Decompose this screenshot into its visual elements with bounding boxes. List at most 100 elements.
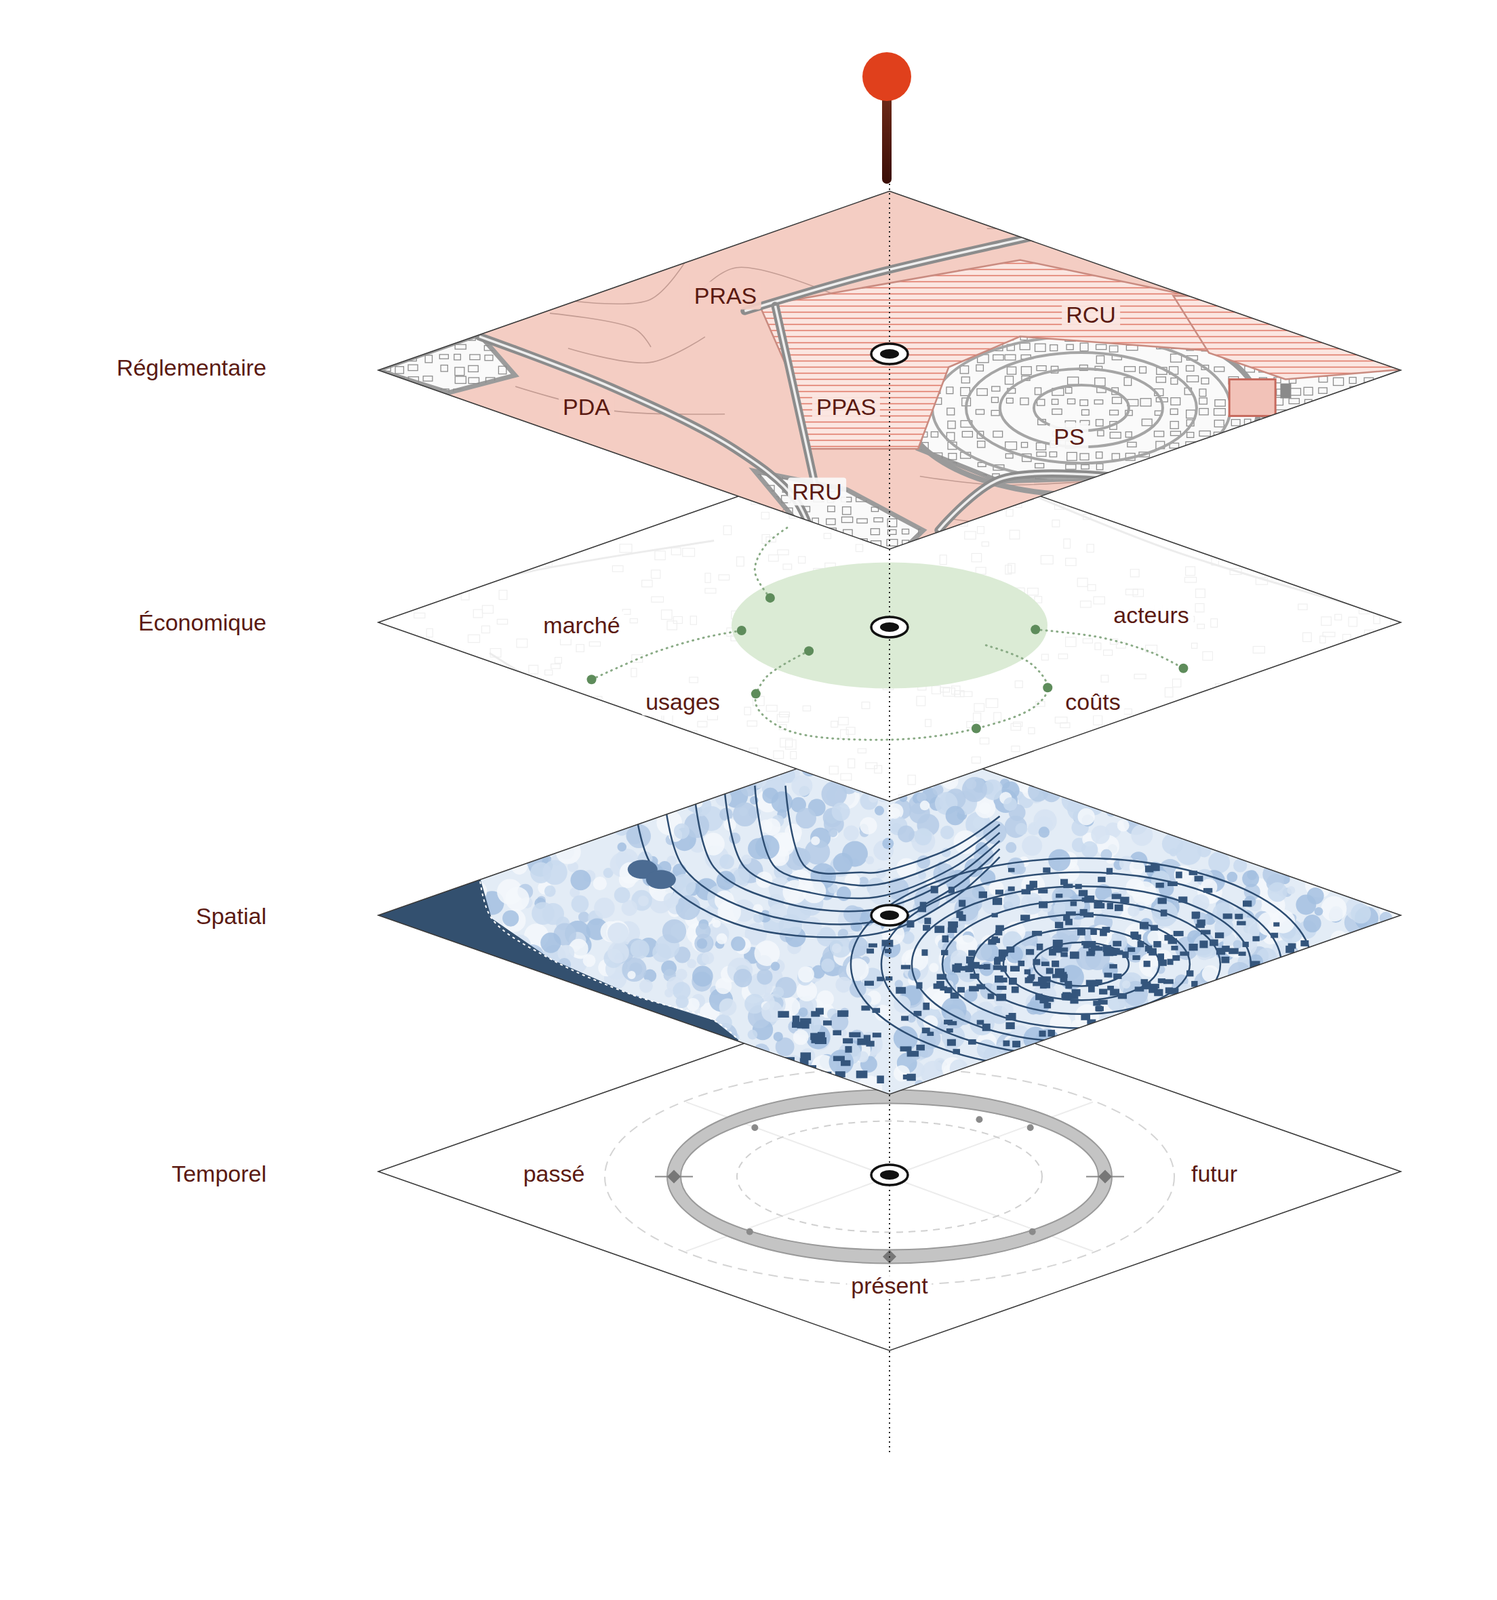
- building-outline: [542, 486, 552, 495]
- building-outline: [634, 505, 642, 512]
- vegetation-blob: [1227, 871, 1239, 883]
- building-outline: [602, 280, 614, 286]
- building: [1094, 1006, 1104, 1011]
- building-outline: [484, 345, 495, 351]
- building-outline: [573, 203, 582, 211]
- faint-map: [414, 612, 426, 618]
- factor-dot: [587, 674, 597, 685]
- vegetation-blob: [795, 808, 817, 829]
- building-outline: [514, 280, 523, 288]
- vegetation-blob: [773, 1031, 784, 1042]
- building-outline: [498, 485, 510, 491]
- faint-map: [1014, 680, 1023, 688]
- building: [814, 1037, 827, 1045]
- vegetation-blob: [949, 1059, 969, 1078]
- building: [976, 1019, 985, 1025]
- building: [1189, 870, 1199, 876]
- building-outline: [588, 193, 600, 202]
- faint-map: [1077, 578, 1088, 587]
- building-outline: [619, 246, 628, 251]
- building: [1238, 951, 1247, 956]
- vegetation-blob: [652, 943, 672, 963]
- building: [856, 1070, 868, 1079]
- faint-map: [589, 642, 601, 647]
- building-outline: [527, 517, 540, 525]
- vegetation-blob: [637, 895, 649, 907]
- building: [1060, 951, 1068, 957]
- faint-map: [1051, 745, 1057, 750]
- building-outline: [513, 443, 524, 451]
- vegetation-blob: [869, 882, 891, 905]
- building-outline: [633, 538, 643, 543]
- building-outline: [423, 333, 434, 339]
- building-outline: [544, 397, 553, 405]
- building-outline: [648, 257, 656, 264]
- faint-map: [773, 751, 784, 759]
- faint-map: [931, 686, 941, 695]
- building-outline: [618, 408, 627, 417]
- building-outline: [438, 475, 445, 482]
- building-outline: [529, 398, 537, 405]
- building-outline: [499, 400, 506, 405]
- building-outline: [497, 539, 508, 545]
- faint-map: [1266, 672, 1276, 678]
- dotted-arc: [754, 525, 791, 598]
- building: [967, 963, 977, 969]
- building-outline: [500, 419, 509, 425]
- building: [1113, 973, 1122, 980]
- building: [1242, 941, 1249, 948]
- factor-dot: [1178, 663, 1188, 674]
- building-outline: [408, 332, 419, 341]
- building-outline: [425, 311, 436, 317]
- building-outline: [572, 442, 583, 448]
- building-outline: [439, 517, 451, 523]
- faint-map: [1012, 722, 1022, 727]
- building-outline: [425, 506, 432, 515]
- faint-map: [987, 770, 995, 779]
- building: [1130, 931, 1139, 939]
- building-outline: [617, 507, 629, 512]
- building: [833, 1055, 845, 1062]
- building: [1097, 876, 1106, 883]
- building-outline: [528, 236, 540, 243]
- building-outline: [515, 386, 527, 391]
- vegetation-blob: [1197, 843, 1211, 857]
- building: [1060, 879, 1068, 886]
- building: [1010, 966, 1020, 972]
- dotted-arc: [1035, 629, 1184, 669]
- building: [1270, 932, 1279, 939]
- building: [1025, 977, 1034, 984]
- faint-map: [1185, 566, 1196, 576]
- faint-map: [667, 621, 677, 630]
- building-outline: [454, 258, 463, 266]
- building-outline: [631, 529, 638, 535]
- building: [958, 899, 966, 907]
- building-outline: [543, 343, 553, 351]
- building-outline: [633, 432, 641, 437]
- building: [922, 1002, 930, 1011]
- vegetation-blob: [1262, 863, 1285, 886]
- vegetation-blob: [843, 825, 860, 841]
- building-outline: [439, 400, 451, 407]
- faint-map: [467, 634, 480, 643]
- faint-map: [426, 628, 433, 637]
- parcel-line: [566, 195, 780, 255]
- building: [1005, 1022, 1015, 1030]
- building: [950, 992, 960, 999]
- building: [900, 1046, 912, 1052]
- building-outline: [456, 410, 465, 417]
- building: [837, 1010, 849, 1017]
- building: [800, 1018, 812, 1024]
- factor-dot: [1030, 625, 1041, 635]
- building: [959, 966, 969, 971]
- faint-map: [861, 702, 870, 710]
- parcel-line: [601, 473, 774, 514]
- building-outline: [544, 257, 552, 263]
- vegetation-blob: [762, 787, 779, 805]
- building-outline: [513, 539, 525, 545]
- building: [955, 911, 963, 918]
- building: [895, 987, 906, 994]
- building-outline: [499, 475, 507, 483]
- layer-title: Économique: [134, 608, 271, 637]
- building-outline: [602, 475, 610, 481]
